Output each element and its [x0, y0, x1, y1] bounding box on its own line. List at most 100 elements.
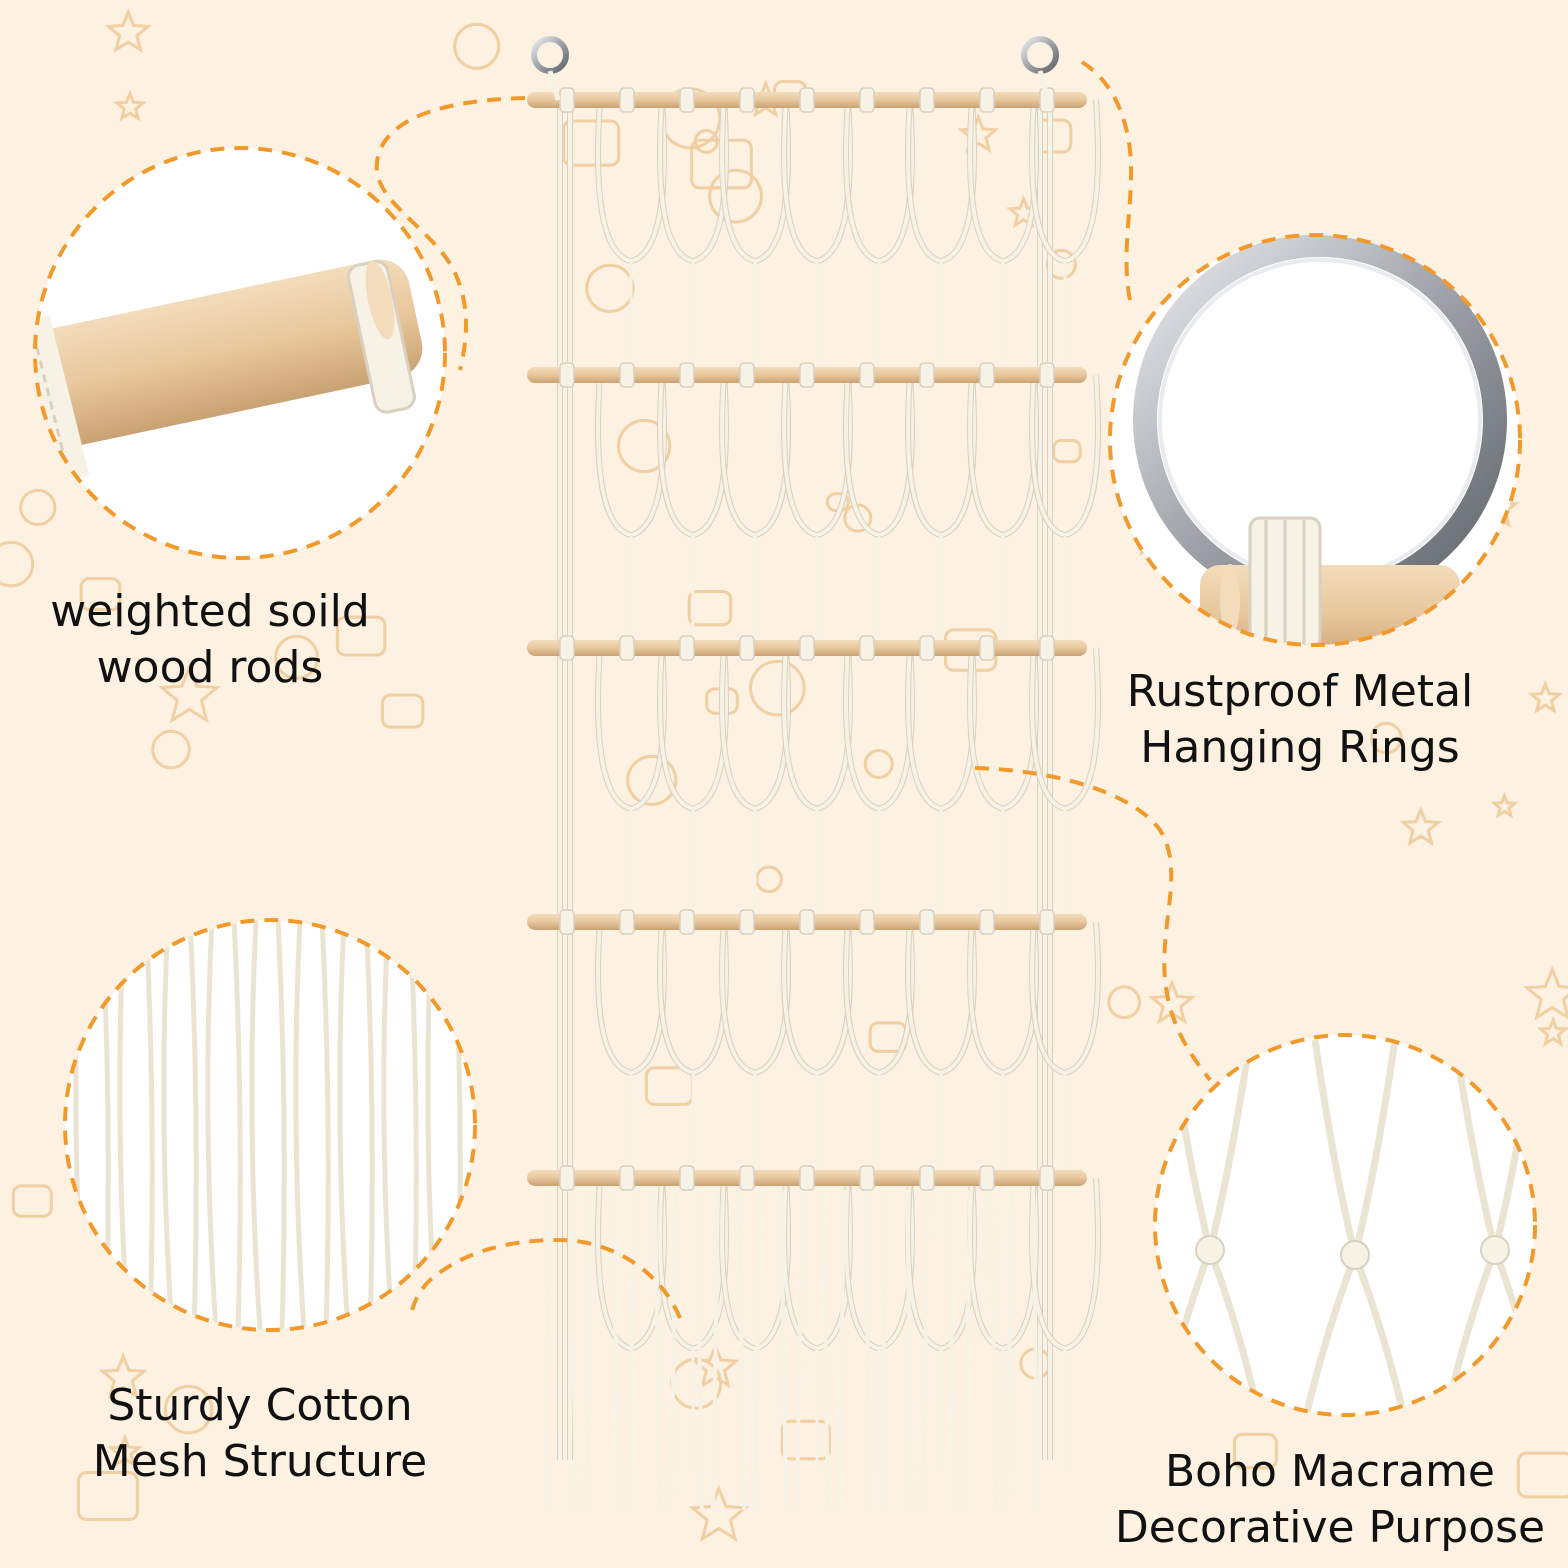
fringe-cord: [669, 1189, 678, 1511]
caption-metal-rings: Rustproof Metal Hanging Rings: [1110, 664, 1490, 776]
cord-wrap: [559, 362, 575, 388]
fringe-cord: [1031, 1189, 1040, 1511]
mesh-loop: [968, 647, 1038, 811]
doodle-block: [1232, 1432, 1278, 1470]
doodle-circle: [749, 659, 806, 717]
doodle-block: [381, 693, 425, 729]
cord-wrap: [979, 1165, 995, 1191]
caption-wood-rods: weighted soild wood rods: [20, 584, 400, 696]
dashed-connectors: [374, 60, 1212, 1319]
cord-wrap: [679, 87, 695, 113]
doodle-circle: [163, 1384, 214, 1435]
caption-metal-rings-line2: Hanging Rings: [1140, 722, 1460, 773]
doodle-circle: [151, 729, 191, 770]
boho-strand: [1301, 1253, 1359, 1415]
detail-circle-boho-knots: [1153, 1033, 1537, 1417]
connector-rings: [1080, 60, 1134, 301]
doodle-star: [106, 1433, 143, 1468]
fringe-cord: [627, 1189, 636, 1511]
cord-wrap: [979, 87, 995, 113]
caption-cotton-mesh: Sturdy Cotton Mesh Structure: [70, 1378, 450, 1490]
cotton-strand: [249, 920, 263, 1330]
cotton-strand: [187, 920, 199, 1330]
cord-wrap: [739, 362, 755, 388]
doodle-block: [1516, 1451, 1568, 1499]
mesh-loop: [844, 99, 914, 264]
mesh-loop: [906, 647, 976, 811]
cord-wrap: [1039, 635, 1055, 661]
fringe-cord: [821, 1189, 830, 1511]
cotton-strand: [293, 920, 307, 1330]
cotton-strand: [161, 920, 175, 1330]
cord-wrap: [919, 362, 935, 388]
mesh-loop: [782, 921, 852, 1075]
doodle-block: [335, 615, 387, 657]
doodle-star: [1490, 791, 1519, 819]
doodle-block: [780, 1419, 831, 1461]
mesh-loop: [596, 99, 666, 264]
cord-wrap: [799, 1165, 815, 1191]
doodle-circle: [19, 488, 57, 527]
detail-circle-wood-rod: [33, 146, 447, 560]
cord-wrap: [559, 635, 575, 661]
hanging-ring: [531, 36, 569, 74]
doodle-star: [957, 113, 1000, 154]
cord-wrap: [919, 909, 935, 935]
doodle-block: [644, 1066, 694, 1106]
doodle-block: [687, 589, 733, 627]
hanging-ring: [1021, 36, 1059, 74]
cord-wrap: [559, 87, 575, 113]
doodle-block: [11, 1184, 53, 1218]
detail-circle-cotton-cords: [63, 918, 477, 1332]
cord-wrap: [1039, 362, 1055, 388]
cord-wrap: [799, 909, 815, 935]
fringe-cord: [837, 1189, 846, 1511]
mesh-loop: [782, 99, 852, 264]
fringe-cord: [947, 1189, 956, 1511]
doodle-circle: [585, 263, 635, 314]
boho-knot: [1480, 1235, 1510, 1265]
mesh-loop: [658, 921, 728, 1075]
cord-wrap: [799, 87, 815, 113]
boho-knot: [1340, 1240, 1370, 1270]
mesh-loop: [782, 374, 852, 538]
fringe-cord: [543, 1189, 552, 1511]
ring-cord: [1037, 70, 1051, 101]
doodle-circle: [626, 754, 678, 806]
doodle-star: [98, 1352, 148, 1399]
fringe-cord: [611, 1189, 620, 1511]
doodle-star: [1536, 1016, 1568, 1048]
cord-wrap: [679, 909, 695, 935]
mesh-loop: [844, 374, 914, 538]
cord-wrap: [919, 87, 935, 113]
fringe-cord: [779, 1189, 788, 1511]
connector-boho: [974, 766, 1212, 1082]
cord-wrap: [679, 1165, 695, 1191]
cord-wrap: [619, 87, 635, 113]
cord-wrap: [979, 362, 995, 388]
fringe-cord: [795, 1189, 804, 1511]
fringe-cord: [863, 1189, 872, 1511]
wood-rods: [527, 87, 1087, 1191]
fringe-cord: [711, 1189, 720, 1511]
mesh-loop: [596, 647, 666, 811]
fringe-cord: [905, 1189, 914, 1511]
cord-wrap: [799, 635, 815, 661]
cotton-strand: [381, 920, 395, 1330]
cord-wrap: [919, 635, 935, 661]
boho-knot: [1195, 1235, 1225, 1265]
mesh-loop: [658, 374, 728, 538]
caption-wood-rods-line1: weighted soild: [50, 586, 370, 637]
mesh-loop: [720, 374, 790, 538]
doodle-circle: [843, 503, 873, 533]
caption-cotton-mesh-line2: Mesh Structure: [92, 1436, 428, 1487]
doodle-star: [688, 1484, 750, 1543]
cord-wrap: [859, 87, 875, 113]
mesh-loop: [782, 647, 852, 811]
cord-wrap: [979, 635, 995, 661]
doodle-circle: [617, 418, 672, 474]
mesh-loop: [844, 647, 914, 811]
fringe-cord: [569, 1189, 578, 1511]
cord-wrap: [679, 635, 695, 661]
